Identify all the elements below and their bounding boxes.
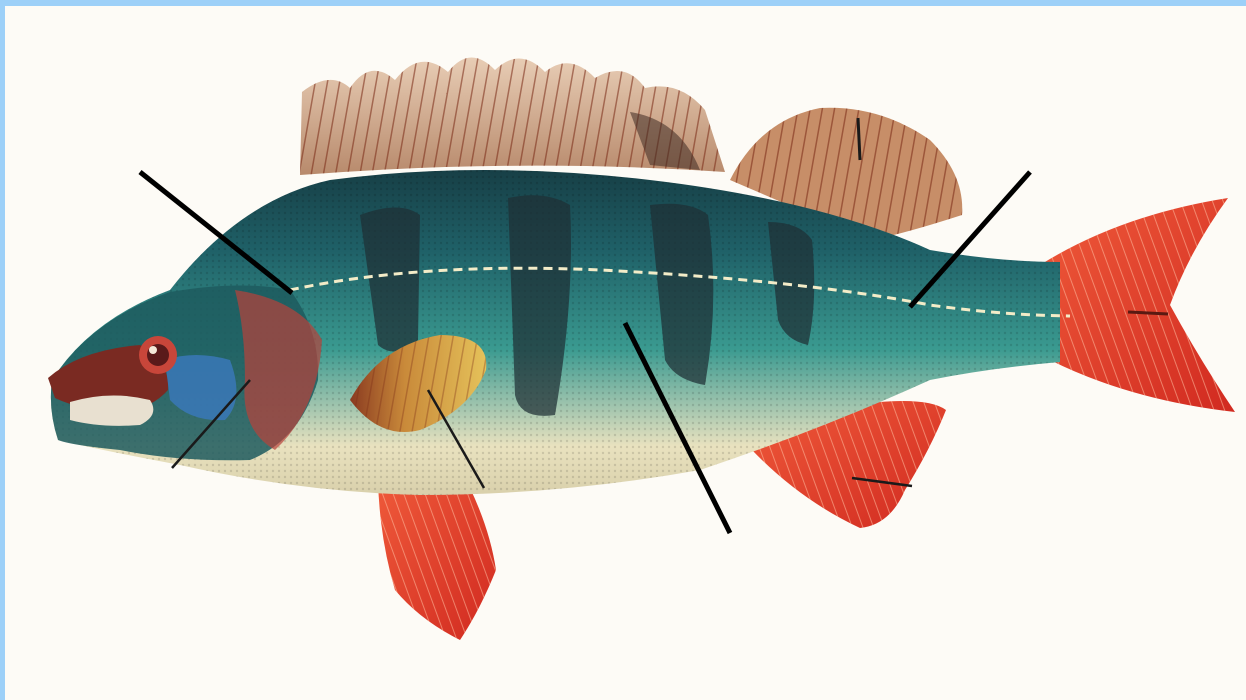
ink-pointer-dorsal: [858, 118, 860, 160]
pelvic-fin: [378, 477, 496, 640]
fish-head: [48, 285, 322, 460]
eye-icon: [139, 336, 177, 374]
caudal-fin: [1040, 198, 1235, 412]
spiny-dorsal-fin: [300, 57, 725, 175]
